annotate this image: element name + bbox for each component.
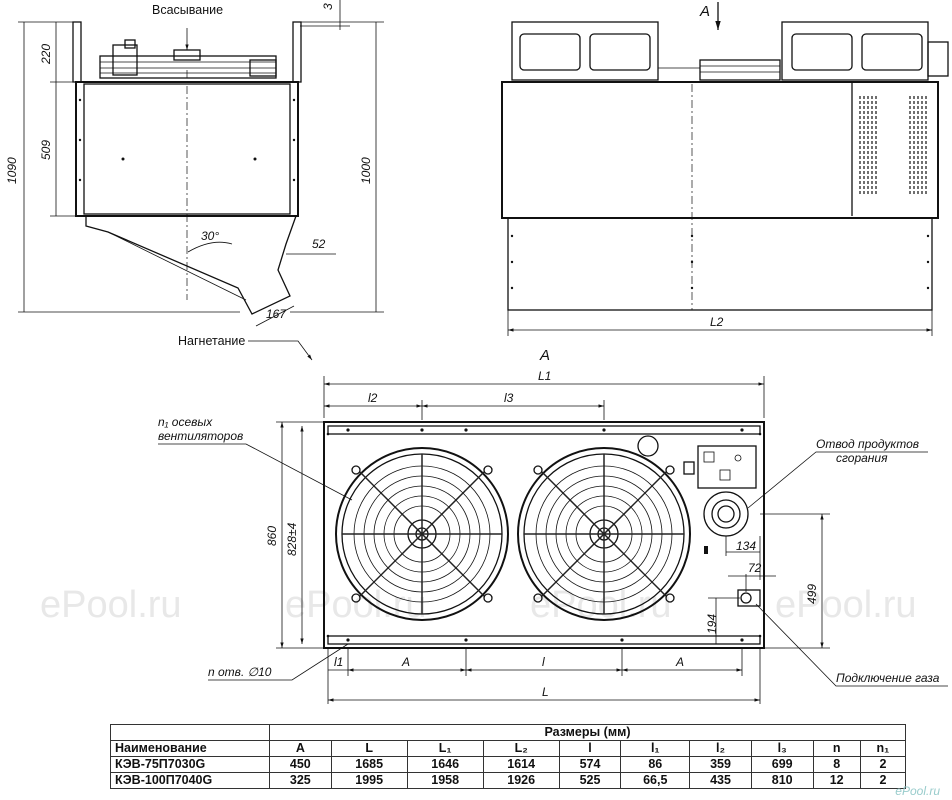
table-cell: 1685 [330, 756, 408, 773]
dim-1000: 1000 [359, 157, 373, 184]
dim-L: L [542, 685, 549, 699]
dim-509: 509 [39, 140, 53, 160]
table-column-header: L [330, 740, 408, 757]
table-group-header-row: Размеры (мм) [110, 724, 906, 741]
dim-L2: L2 [710, 315, 724, 329]
front-nozzle [507, 217, 933, 311]
table-cell: 2 [859, 772, 907, 789]
dim-30-deg: 30° [201, 229, 219, 243]
table-group-header: Размеры (мм) [269, 724, 906, 741]
table-column-header: n [812, 740, 861, 757]
dim-l1: l1 [334, 655, 343, 669]
flue-label-line1: Отвод продуктов [816, 437, 919, 451]
front-view: A [501, 2, 949, 336]
table-column-header: L₂ [482, 740, 560, 757]
table-column-header: n₁ [859, 740, 907, 757]
discharge-nozzle [85, 215, 297, 315]
table-column-header: l [558, 740, 622, 757]
table-cell: 66,5 [620, 772, 691, 789]
table-corner-cell [110, 724, 270, 741]
table-cell-name: КЭВ-100П7040G [110, 772, 270, 789]
table-cell: 450 [269, 756, 332, 773]
table-cell: 359 [689, 756, 752, 773]
dim-167: 167 [266, 307, 287, 321]
side-post-right [292, 21, 302, 83]
plan-frame [323, 421, 765, 649]
discharge-label: Нагнетание [178, 334, 245, 348]
dim-l3: l3 [504, 391, 514, 405]
plan-view: A L1 l2 l3 [158, 347, 948, 704]
site-logo: ePool.ru [895, 784, 940, 798]
front-top-modules [511, 21, 949, 81]
table-name-header: Наименование [110, 740, 270, 757]
watermarks: ePool.ru ePool.ru ePool.ru ePool.ru [40, 584, 917, 626]
table-cell: 86 [620, 756, 691, 773]
fans-label-line1: n₁ осевых [158, 415, 213, 429]
table-cell: 1995 [330, 772, 408, 789]
view-arrow-label: A [699, 3, 710, 20]
table-cell: 1614 [482, 756, 560, 773]
suction-label: Всасывание [152, 3, 223, 17]
dimensions-table: Размеры (мм) Наименование A L L₁ L₂ l l₁… [110, 724, 907, 789]
table-row: КЭВ-75П7030G 450 1685 1646 1614 574 86 3… [110, 756, 907, 773]
dim-A-left: A [401, 655, 410, 669]
side-view: Всасывание Нагнетание 1090 220 509 1000 … [5, 0, 384, 361]
flue-label-line2: сгорания [836, 451, 888, 465]
burner-unit [99, 28, 277, 79]
dim-52: 52 [312, 237, 326, 251]
table-row: КЭВ-100П7040G 325 1995 1958 1926 525 66,… [110, 772, 907, 789]
table-cell: 8 [812, 756, 861, 773]
fan-right [517, 447, 691, 621]
table-cell: 435 [689, 772, 752, 789]
dim-A-right: A [675, 655, 684, 669]
table-column-header: l₃ [750, 740, 814, 757]
table-cell: 574 [558, 756, 622, 773]
table-cell: 525 [558, 772, 622, 789]
table-cell: 1926 [482, 772, 560, 789]
table-cell: 810 [750, 772, 814, 789]
table-column-header: l₂ [689, 740, 752, 757]
plan-equipment [637, 435, 761, 607]
dim-860: 860 [265, 526, 279, 546]
dim-3: 3 [321, 3, 335, 10]
dim-220: 220 [39, 44, 53, 65]
table-cell: 325 [269, 772, 332, 789]
dim-194: 194 [705, 614, 719, 634]
table-column-header: l₁ [620, 740, 691, 757]
fan-left [335, 447, 509, 621]
table-cell: 1958 [406, 772, 484, 789]
plan-view-title: A [539, 347, 550, 364]
dim-72: 72 [748, 561, 762, 575]
holes-label: n отв. ∅10 [208, 665, 272, 679]
dim-l2: l2 [368, 391, 378, 405]
watermark: ePool.ru [285, 584, 427, 626]
fans-label-line2: вентиляторов [158, 429, 243, 443]
dim-499: 499 [805, 584, 819, 604]
table-cell: 2 [859, 756, 907, 773]
watermark: ePool.ru [775, 584, 917, 626]
table-cell: 699 [750, 756, 814, 773]
table-column-header: A [269, 740, 332, 757]
gas-label: Подключение газа [836, 671, 940, 685]
vent-grilles [859, 96, 927, 196]
table-cell: 1646 [406, 756, 484, 773]
table-cell: 12 [812, 772, 861, 789]
dim-L1: L1 [538, 369, 551, 383]
side-post-left [72, 21, 82, 83]
watermark: ePool.ru [40, 584, 182, 626]
dim-134: 134 [736, 539, 756, 553]
table-header-row: Наименование A L L₁ L₂ l l₁ l₂ l₃ n n₁ [110, 740, 907, 757]
dim-828: 828±4 [285, 522, 299, 556]
dim-l: l [542, 655, 545, 669]
table-cell-name: КЭВ-75П7030G [110, 756, 270, 773]
dim-1090: 1090 [5, 157, 19, 184]
table-column-header: L₁ [406, 740, 484, 757]
